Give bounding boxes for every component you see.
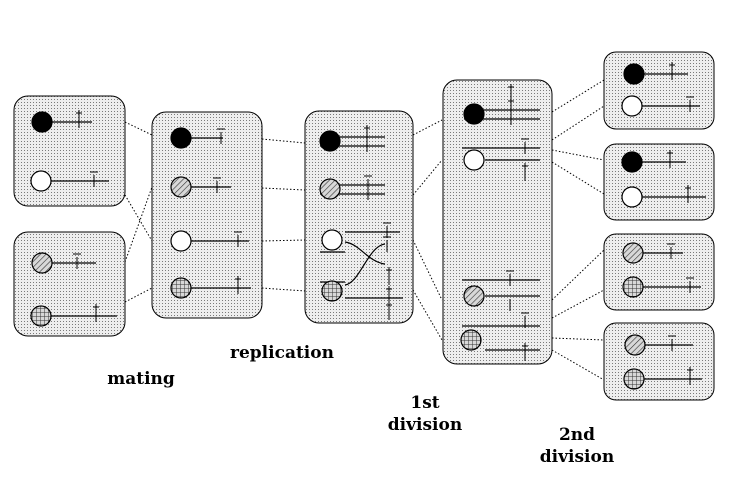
mating-panel-top — [13, 95, 126, 207]
second-division-panel-2 — [603, 143, 715, 221]
centromere-w — [30, 170, 52, 192]
centromere-w — [621, 95, 643, 117]
second-division-panel-4 — [603, 322, 715, 401]
replication-panel — [151, 111, 263, 319]
centromere-b — [319, 130, 341, 152]
centromere-h — [31, 252, 53, 274]
label-first-division-line2: division — [387, 415, 463, 435]
label-mating: mating — [107, 369, 175, 389]
label-first-division-line1: 1st — [410, 393, 440, 413]
label-first-division: 1st division — [370, 392, 480, 436]
centromere-b — [31, 111, 53, 133]
centromere-w — [321, 229, 343, 251]
first-division-panel — [442, 79, 553, 365]
centromere-x — [170, 277, 192, 299]
centromere-b — [621, 151, 643, 173]
centromere-h — [170, 176, 192, 198]
chromosome-arms — [51, 73, 706, 380]
panels — [13, 51, 715, 401]
centromere-x — [30, 305, 52, 327]
centromere-b — [463, 103, 485, 125]
centromere-w — [463, 149, 485, 171]
centromere-x — [623, 368, 645, 390]
label-second-division-line1: 2nd — [558, 425, 596, 445]
crossover — [344, 241, 386, 286]
label-replication: replication — [230, 343, 334, 363]
label-second-division: 2nd division — [522, 424, 632, 468]
centromere-x — [321, 280, 343, 302]
second-division-panel-1 — [603, 51, 715, 130]
centromere-h — [319, 178, 341, 200]
gene-loci — [73, 62, 694, 385]
centromere-h — [622, 242, 644, 264]
centromere-w — [621, 186, 643, 208]
centromere-b — [170, 127, 192, 149]
centromeres — [30, 63, 646, 390]
centromere-h — [463, 285, 485, 307]
centromere-x — [460, 329, 482, 351]
second-division-panel-3 — [603, 233, 715, 311]
centromere-b — [623, 63, 645, 85]
mating-panel-bottom — [13, 231, 126, 337]
centromere-x — [622, 276, 644, 298]
centromere-h — [624, 334, 646, 356]
centromere-w — [170, 230, 192, 252]
label-second-division-line2: division — [539, 447, 615, 467]
